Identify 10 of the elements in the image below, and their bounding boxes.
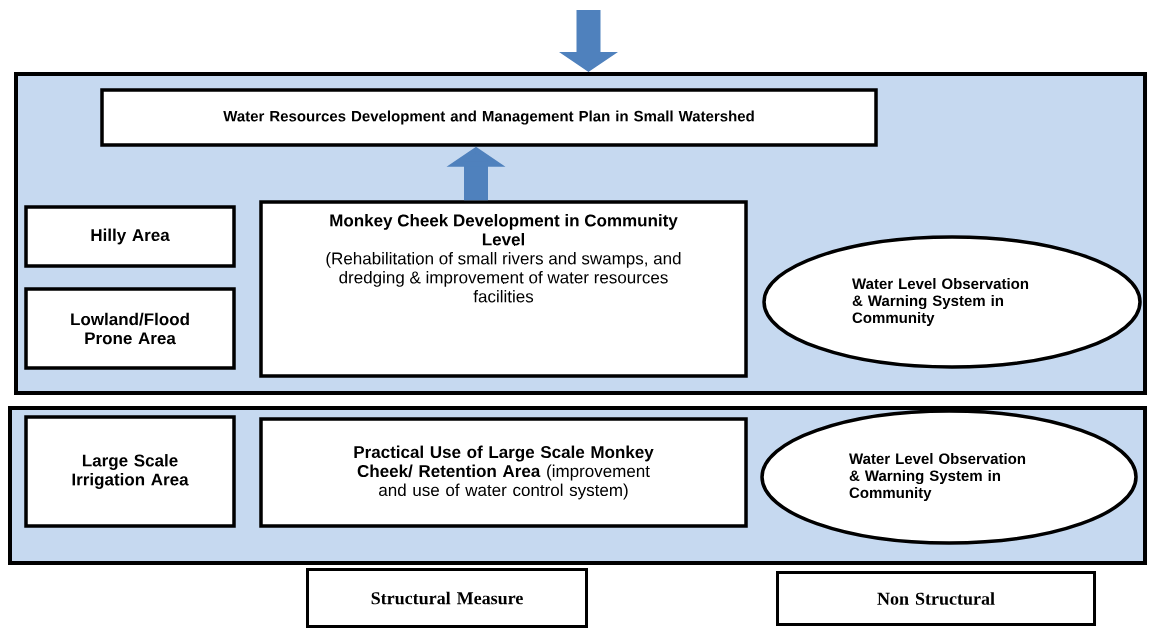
text-box: Practical Use of Large Scale Monkey Cheek/ Retention Area (improvement and use of water control system): [259, 417, 748, 528]
label-box: Non Structural: [776, 571, 1096, 626]
text-box: Water Resources Development and Management Plan in Small Watershed: [100, 88, 878, 147]
label-box: Structural Measure: [306, 568, 588, 628]
text-box: Hilly Area: [24, 205, 236, 268]
ellipse-node: Water Level Observation & Warning System in Community: [762, 235, 1142, 369]
text-box: Lowland/Flood Prone Area: [24, 287, 236, 370]
text-box: Monkey Cheek Development in Community Level (Rehabilitation of small rivers and swamps, and dredging & improvement of water resources facilities: [259, 200, 748, 378]
text-box: Large Scale Irrigation Area: [24, 415, 236, 528]
ellipse-node: Water Level Observation & Warning System in Community: [760, 409, 1138, 545]
